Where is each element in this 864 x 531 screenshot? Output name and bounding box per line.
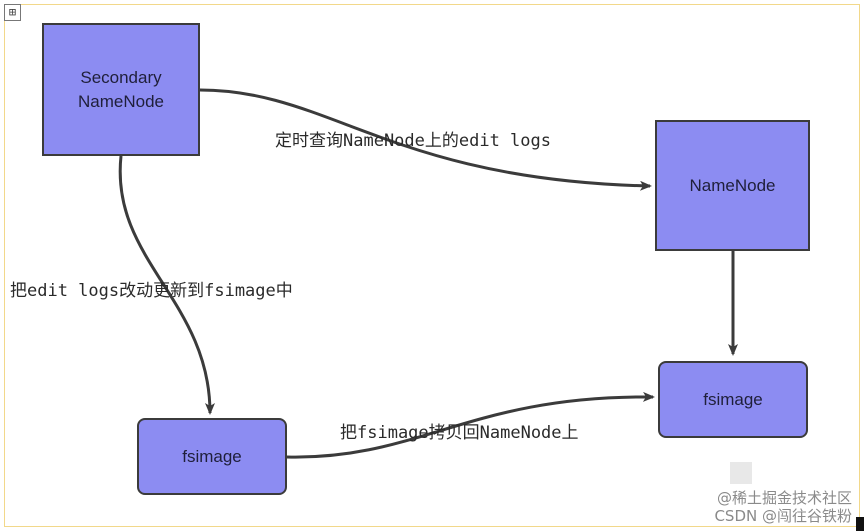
watermark-logo-box [730, 462, 752, 484]
diagram-frame [4, 4, 860, 527]
move-handle-icon[interactable]: ⊞ [4, 4, 21, 21]
edge-query-edit-logs [199, 88, 652, 191]
node-fsimage-right[interactable]: fsimage [658, 361, 808, 438]
watermark-line1: @稀土掘金技术社区 [716, 489, 852, 507]
node-namenode[interactable]: NameNode [655, 120, 810, 251]
watermark-line2: CSDN @闯往谷铁粉 [714, 507, 852, 525]
node-fsimage-left[interactable]: fsimage [137, 418, 287, 495]
edge-label-copy-fsimage-back: 把fsimage拷贝回NameNode上 [340, 423, 579, 443]
watermark: @稀土掘金技术社区 CSDN @闯往谷铁粉 [714, 489, 852, 525]
node-fsimage-left-label: fsimage [182, 446, 242, 466]
corner-marker [856, 517, 864, 531]
edge-label-query-edit-logs: 定时查询NameNode上的edit logs [275, 131, 551, 151]
edge-copy-fsimage-back [286, 391, 655, 459]
node-secondary-namenode[interactable]: Secondary NameNode [42, 23, 200, 156]
node-fsimage-right-label: fsimage [703, 389, 763, 409]
node-secondary-namenode-label: Secondary NameNode [78, 67, 164, 111]
node-namenode-label: NameNode [689, 175, 776, 195]
edge-label-apply-edit-logs: 把edit logs改动更新到fsimage中 [10, 281, 293, 301]
edge-apply-edit-logs [118, 155, 215, 415]
